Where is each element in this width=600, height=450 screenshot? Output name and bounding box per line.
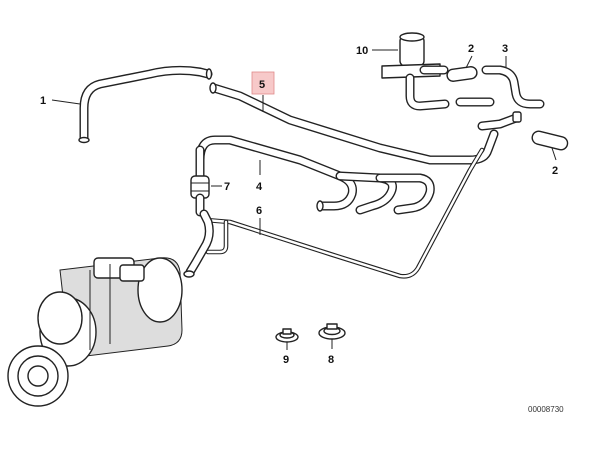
- clamp-part-9[interactable]: [275, 328, 299, 343]
- label-5: 5: [259, 79, 265, 91]
- leader-2b: [551, 147, 557, 161]
- label-1: 1: [40, 95, 46, 107]
- hose-part-1[interactable]: [78, 65, 213, 144]
- hose-part-3[interactable]: [455, 65, 545, 109]
- hose-lower[interactable]: [183, 209, 214, 278]
- drawing-code: 00008730: [528, 405, 564, 414]
- leader-2a: [465, 55, 473, 69]
- hose-part-2-top[interactable]: [446, 66, 478, 82]
- label-4: 4: [256, 181, 263, 193]
- label-2b: 2: [552, 165, 558, 177]
- hose-part-4[interactable]: [195, 135, 435, 215]
- label-9: 9: [283, 354, 289, 366]
- label-7: 7: [224, 181, 230, 193]
- label-2a: 2: [468, 43, 474, 55]
- label-6: 6: [256, 205, 262, 217]
- leader-1: [51, 99, 81, 105]
- label-8: 8: [328, 354, 334, 366]
- label-3: 3: [502, 43, 508, 55]
- pipe-part-6[interactable]: [203, 147, 485, 279]
- hose-part-2-right[interactable]: [531, 130, 569, 151]
- label-10: 10: [356, 45, 368, 57]
- clamp-part-8[interactable]: [318, 323, 346, 340]
- connector-fitting[interactable]: [477, 111, 522, 131]
- air-pump-assembly[interactable]: [7, 257, 183, 407]
- valve-part-10[interactable]: [381, 32, 450, 111]
- callout-5-highlight: [251, 71, 275, 95]
- valve-part-7[interactable]: [190, 145, 210, 217]
